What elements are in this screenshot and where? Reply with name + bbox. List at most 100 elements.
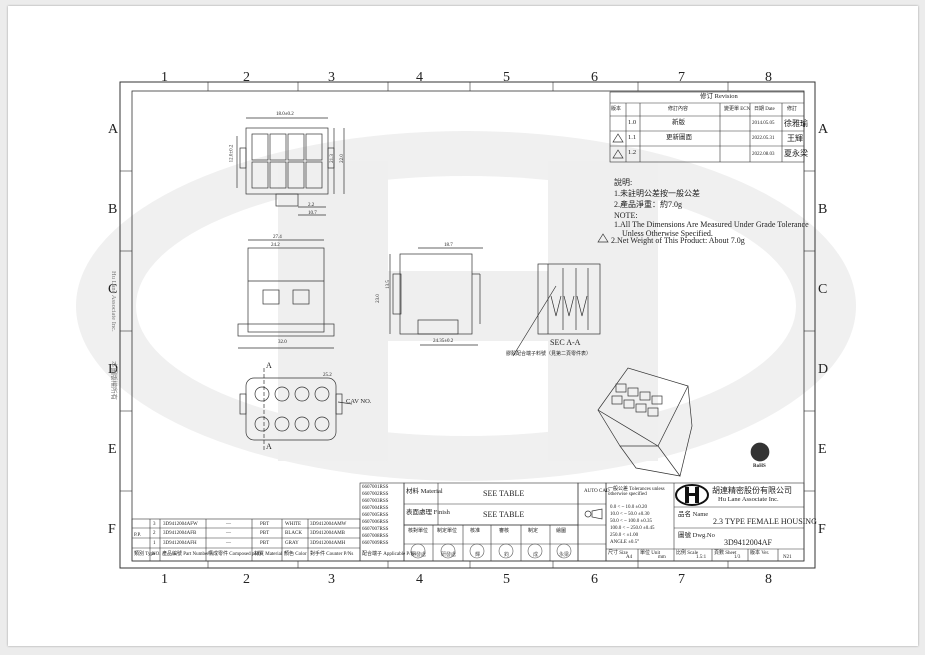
part-3-comp: — bbox=[226, 541, 231, 546]
part-1-mat: PBT bbox=[260, 522, 270, 527]
col-label-2-bottom: 2 bbox=[243, 572, 250, 587]
parts-header-app: 配合端子 Applicable P/Ns bbox=[362, 552, 417, 557]
section-mark-bottom: A bbox=[266, 442, 272, 451]
rev-header-ver: 版本 bbox=[611, 107, 622, 112]
part-3-pn: 3D9412004AFH bbox=[163, 541, 197, 546]
notes-en-1b: Unless Otherwise Specified. bbox=[622, 229, 713, 238]
dim-32: 32.0 bbox=[278, 340, 287, 345]
rev-row-2-desc: 更新圖面 bbox=[666, 134, 692, 141]
size-label: 尺寸 Size bbox=[608, 551, 628, 556]
dim-18-7: 18.7 bbox=[444, 243, 453, 248]
part-3-pn2: 3D9412004AMH bbox=[310, 541, 346, 546]
parts-table-lines bbox=[131, 482, 805, 562]
col-label-1: 1 bbox=[161, 70, 168, 85]
col-label-5-bottom: 5 bbox=[503, 572, 510, 587]
size-value: A4 bbox=[626, 555, 633, 560]
rev-row-1-ver: 1.0 bbox=[628, 119, 637, 126]
terminal-4: 6607004RSS bbox=[362, 506, 389, 511]
dim-10-7: 10.7 bbox=[308, 211, 317, 216]
terminal-9: 6607009RSS bbox=[362, 541, 389, 546]
approval-label-5: 制定 bbox=[528, 529, 539, 534]
revision-title: 修订 Revision bbox=[700, 93, 738, 100]
parts-header-no: NO. bbox=[152, 552, 161, 557]
parts-header-color: 顏色 Color bbox=[284, 552, 307, 557]
col-label-1-bottom: 1 bbox=[161, 572, 168, 587]
pp-label: P.P. bbox=[134, 533, 141, 538]
dwg-label: 圖號 Dwg.No bbox=[678, 532, 715, 539]
cav-no-label: CAV NO. bbox=[346, 398, 372, 405]
parts-header-mat: 材質 Material bbox=[254, 552, 283, 557]
row-label-f-right: F bbox=[818, 522, 826, 537]
row-label-d-right: D bbox=[818, 362, 829, 377]
rev-row-2-date: 2022.05.31 bbox=[752, 136, 775, 141]
rev-row-3-ver: 1.2 bbox=[628, 149, 637, 156]
part-3-color: GRAY bbox=[285, 541, 299, 546]
row-label-b: B bbox=[108, 202, 118, 217]
parts-header-type: 類別 Type bbox=[134, 552, 156, 557]
col-label-6-bottom: 6 bbox=[591, 572, 598, 587]
rev-header-ecn: 變更單 ECN bbox=[724, 107, 751, 112]
approval-stamp-6: 永梁 bbox=[559, 553, 570, 558]
dim-25-2: 25.2 bbox=[323, 373, 332, 378]
part-1-comp: — bbox=[226, 522, 231, 527]
terminal-2: 6607002RSS bbox=[362, 492, 389, 497]
parts-header-comp: 構成零件 Composed parts bbox=[208, 552, 262, 557]
col-label-8: 8 bbox=[765, 70, 772, 85]
approval-stamp-1: 研發處 bbox=[411, 553, 427, 558]
part-2-color: BLACK bbox=[285, 531, 302, 536]
part-2-no: 2 bbox=[153, 531, 156, 536]
col-label-3-bottom: 3 bbox=[328, 572, 335, 587]
notes-cn-2: 2.產品淨重：約7.0g bbox=[614, 200, 682, 209]
watermark-logo bbox=[76, 131, 856, 481]
part-3-mat: PBT bbox=[260, 541, 270, 546]
rev-row-3-date: 2022.08.03 bbox=[752, 152, 775, 157]
col-label-3: 3 bbox=[328, 70, 335, 85]
cad-label: AUTO CAD bbox=[584, 489, 610, 494]
row-label-a-right: A bbox=[818, 122, 829, 137]
rev-header-desc: 修訂內容 bbox=[668, 107, 689, 112]
row-label-c-right: C bbox=[818, 282, 828, 297]
material-label: 材料 Material bbox=[406, 488, 443, 495]
col-label-8-bottom: 8 bbox=[765, 572, 772, 587]
approval-label-4: 審核 bbox=[499, 529, 510, 534]
sheet-label: 頁數 Sheet bbox=[714, 551, 737, 556]
col-label-7-bottom: 7 bbox=[678, 572, 685, 587]
approval-stamp-3: 輝 bbox=[475, 553, 481, 558]
rev-row-1-date: 2014.05.05 bbox=[752, 121, 775, 126]
scale-value: 1.5:1 bbox=[696, 555, 707, 560]
notes-en-2: 2.Net Weight of This Product: About 7.0g bbox=[611, 236, 745, 245]
company-name-cn: 胡連精密股份有限公司 bbox=[712, 486, 792, 495]
section-label: SEC A-A bbox=[550, 338, 581, 347]
notes-cn-1: 1.未註明公差按一般公差 bbox=[614, 189, 700, 198]
dim-27-4: 27.4 bbox=[273, 235, 282, 240]
part-1-pn2: 3D9412004AMW bbox=[310, 522, 347, 527]
notes-en-1: 1.All The Dimensions Are Measured Under … bbox=[614, 220, 809, 229]
row-label-a: A bbox=[108, 122, 119, 137]
terminal-6: 6607006RSS bbox=[362, 520, 389, 525]
row-label-f: F bbox=[108, 522, 116, 537]
terminal-3: 6607003RSS bbox=[362, 499, 389, 504]
unit-label: 單位 Unit bbox=[640, 551, 661, 556]
dim-18: 18.0±0.2 bbox=[276, 112, 294, 117]
terminal-callout: 膠殼配合端子料號（見第二頁零件表） bbox=[506, 352, 592, 357]
ver-value: N21 bbox=[783, 555, 792, 560]
dim-24-2: 24.2 bbox=[271, 243, 280, 248]
technical-drawings bbox=[236, 117, 770, 477]
parts-header-pn: 產品編號 Part Number bbox=[162, 552, 209, 557]
notes-en-title: NOTE: bbox=[614, 211, 638, 220]
approval-label-6: 繪圖 bbox=[556, 529, 567, 534]
tolerance-row-3: 50.0 < ~ 100.0 ±0.35 bbox=[610, 519, 653, 524]
dim-24-35: 24.35±0.2 bbox=[433, 339, 454, 344]
tolerance-row-2: 10.0 < ~ 50.0 ±0.30 bbox=[610, 512, 650, 517]
company-name-en: Hu Lane Associate Inc. bbox=[718, 496, 779, 503]
ver-label: 版本 Ver. bbox=[750, 551, 770, 556]
material-value: SEE TABLE bbox=[483, 489, 525, 498]
terminal-5: 6607005RSS bbox=[362, 513, 389, 518]
part-3-no: 1 bbox=[153, 541, 156, 546]
rohs-label: RoHS bbox=[753, 464, 766, 469]
tolerance-row-4: 100.0 < ~ 250.0 ±0.45 bbox=[610, 526, 655, 531]
row-label-c: C bbox=[108, 282, 118, 297]
row-label-e-right: E bbox=[818, 442, 827, 457]
col-label-4: 4 bbox=[416, 70, 423, 85]
company-logo-icon bbox=[675, 484, 709, 506]
